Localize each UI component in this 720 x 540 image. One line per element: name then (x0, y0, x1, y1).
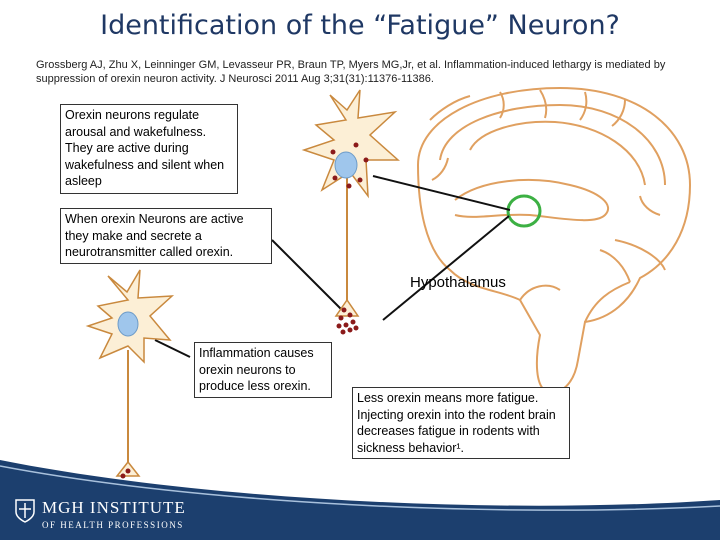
shield-logo-icon (15, 499, 35, 523)
brain-illustration (416, 86, 692, 394)
orexin-secretion-callout: When orexin Neurons are active they make… (60, 208, 272, 264)
citation-text: Grossberg AJ, Zhu X, Leinninger GM, Leva… (36, 59, 666, 85)
orexin-role-callout: Orexin neurons regulate arousal and wake… (60, 104, 238, 194)
nucleus (117, 311, 139, 337)
institution-logo: MGH INSTITUTE OF HEALTH PROFESSIONS (42, 498, 186, 530)
nucleus (334, 151, 358, 179)
fatigue-callout: Less orexin means more fatigue. Injectin… (352, 387, 570, 459)
hypothalamus-label: Hypothalamus (410, 274, 506, 291)
neuron-inflamed (85, 269, 175, 479)
logo-name: MGH INSTITUTE (42, 498, 186, 517)
footer-band (0, 460, 720, 540)
logo-subtitle: OF HEALTH PROFESSIONS (42, 520, 184, 530)
page-title: Identification of the “Fatigue” Neuron? (100, 10, 620, 41)
inflammation-callout: Inflammation causes orexin neurons to pr… (194, 342, 332, 398)
neuron-active (301, 89, 400, 335)
connector-lines (154, 175, 511, 358)
hypothalamus-marker (506, 194, 542, 228)
